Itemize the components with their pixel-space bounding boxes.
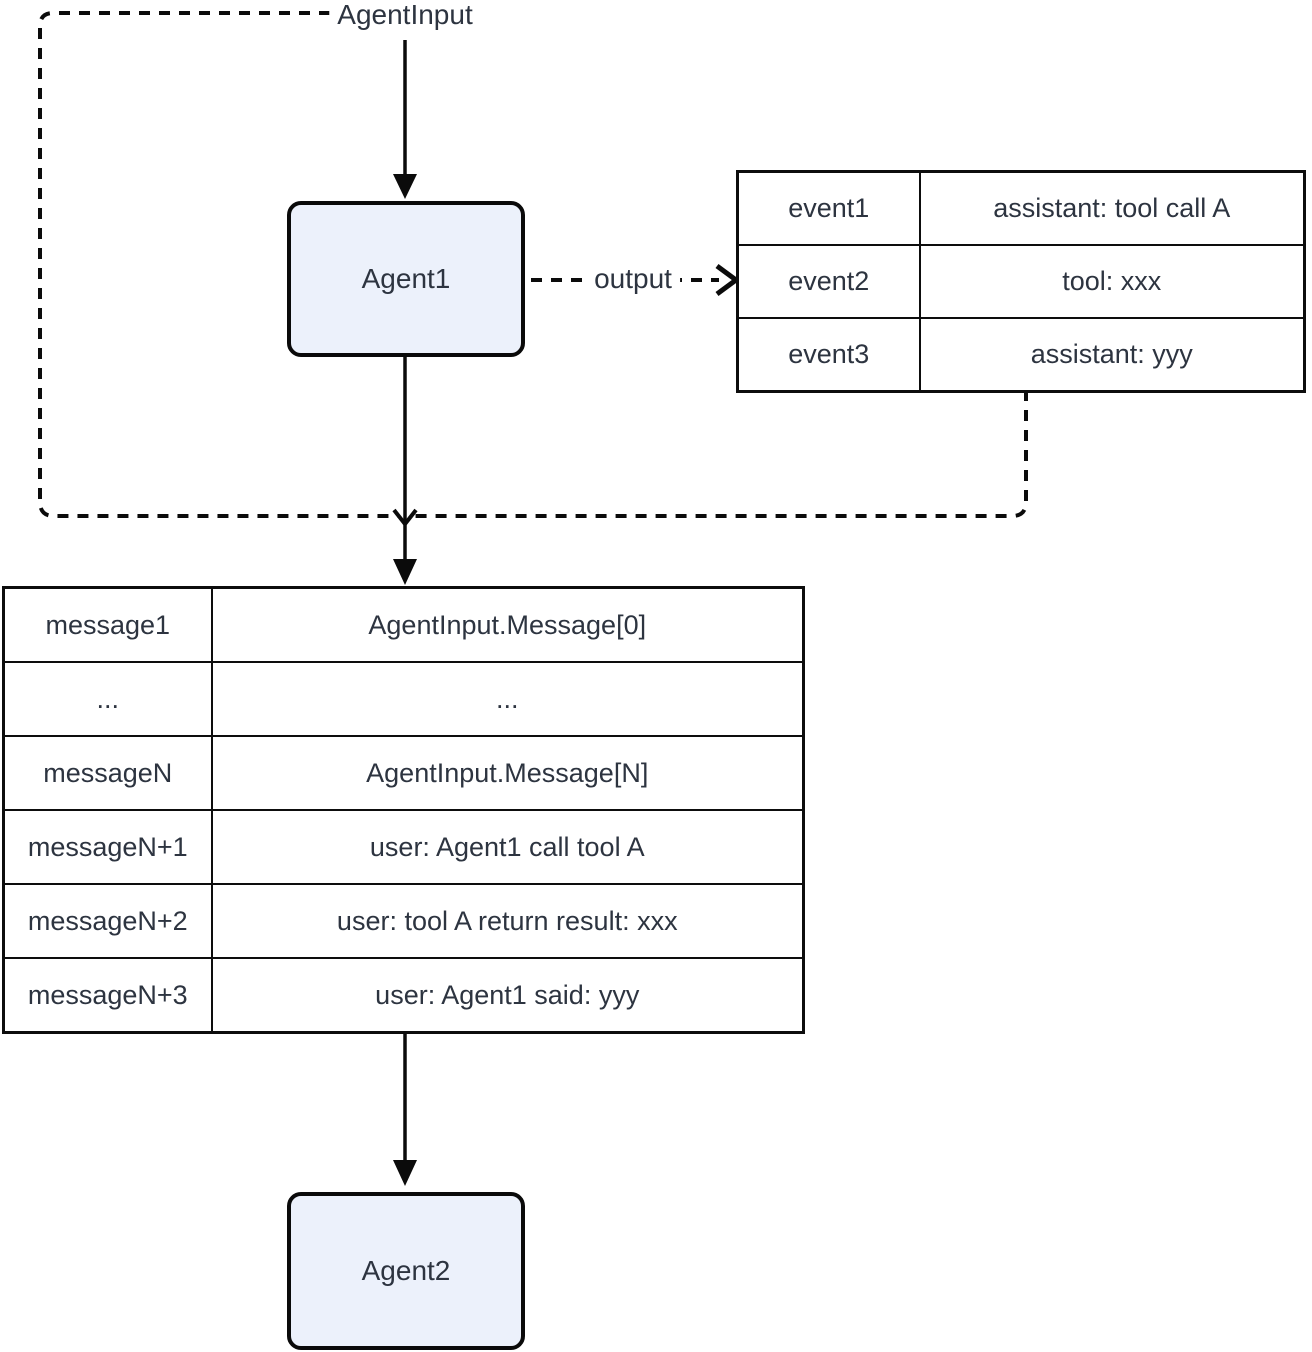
- table-row: message1 AgentInput.Message[0]: [2, 586, 805, 663]
- table-row: event3 assistant: yyy: [736, 317, 1306, 393]
- table-cell-value: user: Agent1 call tool A: [210, 809, 805, 885]
- table-cell-key: ...: [2, 661, 213, 737]
- arrowhead-agent2-icon: [393, 1160, 417, 1186]
- arrowhead-agent1-icon: [393, 174, 417, 199]
- table-cell-key: event2: [736, 244, 921, 319]
- table-cell-key: messageN+2: [2, 883, 213, 959]
- junction-arrowhead-icon: [392, 508, 418, 528]
- table-row: event2 tool: xxx: [736, 244, 1306, 319]
- table-row: event1 assistant: tool call A: [736, 170, 1306, 246]
- table-cell-value: assistant: tool call A: [918, 170, 1306, 246]
- events-table: event1 assistant: tool call A event2 too…: [736, 170, 1306, 393]
- table-cell-value: AgentInput.Message[0]: [210, 586, 805, 663]
- table-cell-key: messageN: [2, 735, 213, 811]
- table-row: ... ...: [2, 661, 805, 737]
- table-cell-value: ...: [210, 661, 805, 737]
- agent1-node: Agent1: [287, 201, 525, 357]
- table-row: messageN AgentInput.Message[N]: [2, 735, 805, 811]
- agentinput-label: AgentInput: [329, 0, 481, 30]
- table-cell-key: message1: [2, 586, 213, 663]
- table-cell-value: user: Agent1 said: yyy: [210, 957, 805, 1034]
- table-row: messageN+3 user: Agent1 said: yyy: [2, 957, 805, 1034]
- agentinput-feedback-line: [38, 11, 398, 518]
- agent2-node-label: Agent2: [361, 1255, 451, 1286]
- table-cell-key: event3: [736, 317, 921, 393]
- table-cell-value: AgentInput.Message[N]: [210, 735, 805, 811]
- agent2-node: Agent2: [287, 1192, 525, 1350]
- output-label: output: [586, 264, 680, 294]
- table-cell-key: messageN+3: [2, 957, 213, 1034]
- table-cell-value: assistant: yyy: [918, 317, 1306, 393]
- table-cell-key: messageN+1: [2, 809, 213, 885]
- table-cell-value: user: tool A return result: xxx: [210, 883, 805, 959]
- table-row: messageN+2 user: tool A return result: x…: [2, 883, 805, 959]
- table-cell-value: tool: xxx: [918, 244, 1306, 319]
- output-arrowhead-icon: [715, 263, 741, 297]
- arrowhead-messages-icon: [393, 559, 417, 585]
- table-row: messageN+1 user: Agent1 call tool A: [2, 809, 805, 885]
- table-cell-key: event1: [736, 170, 921, 246]
- events-feedback-line: [414, 390, 1028, 518]
- agent1-node-label: Agent1: [361, 263, 451, 294]
- messages-table: message1 AgentInput.Message[0] ... ... m…: [2, 586, 805, 1034]
